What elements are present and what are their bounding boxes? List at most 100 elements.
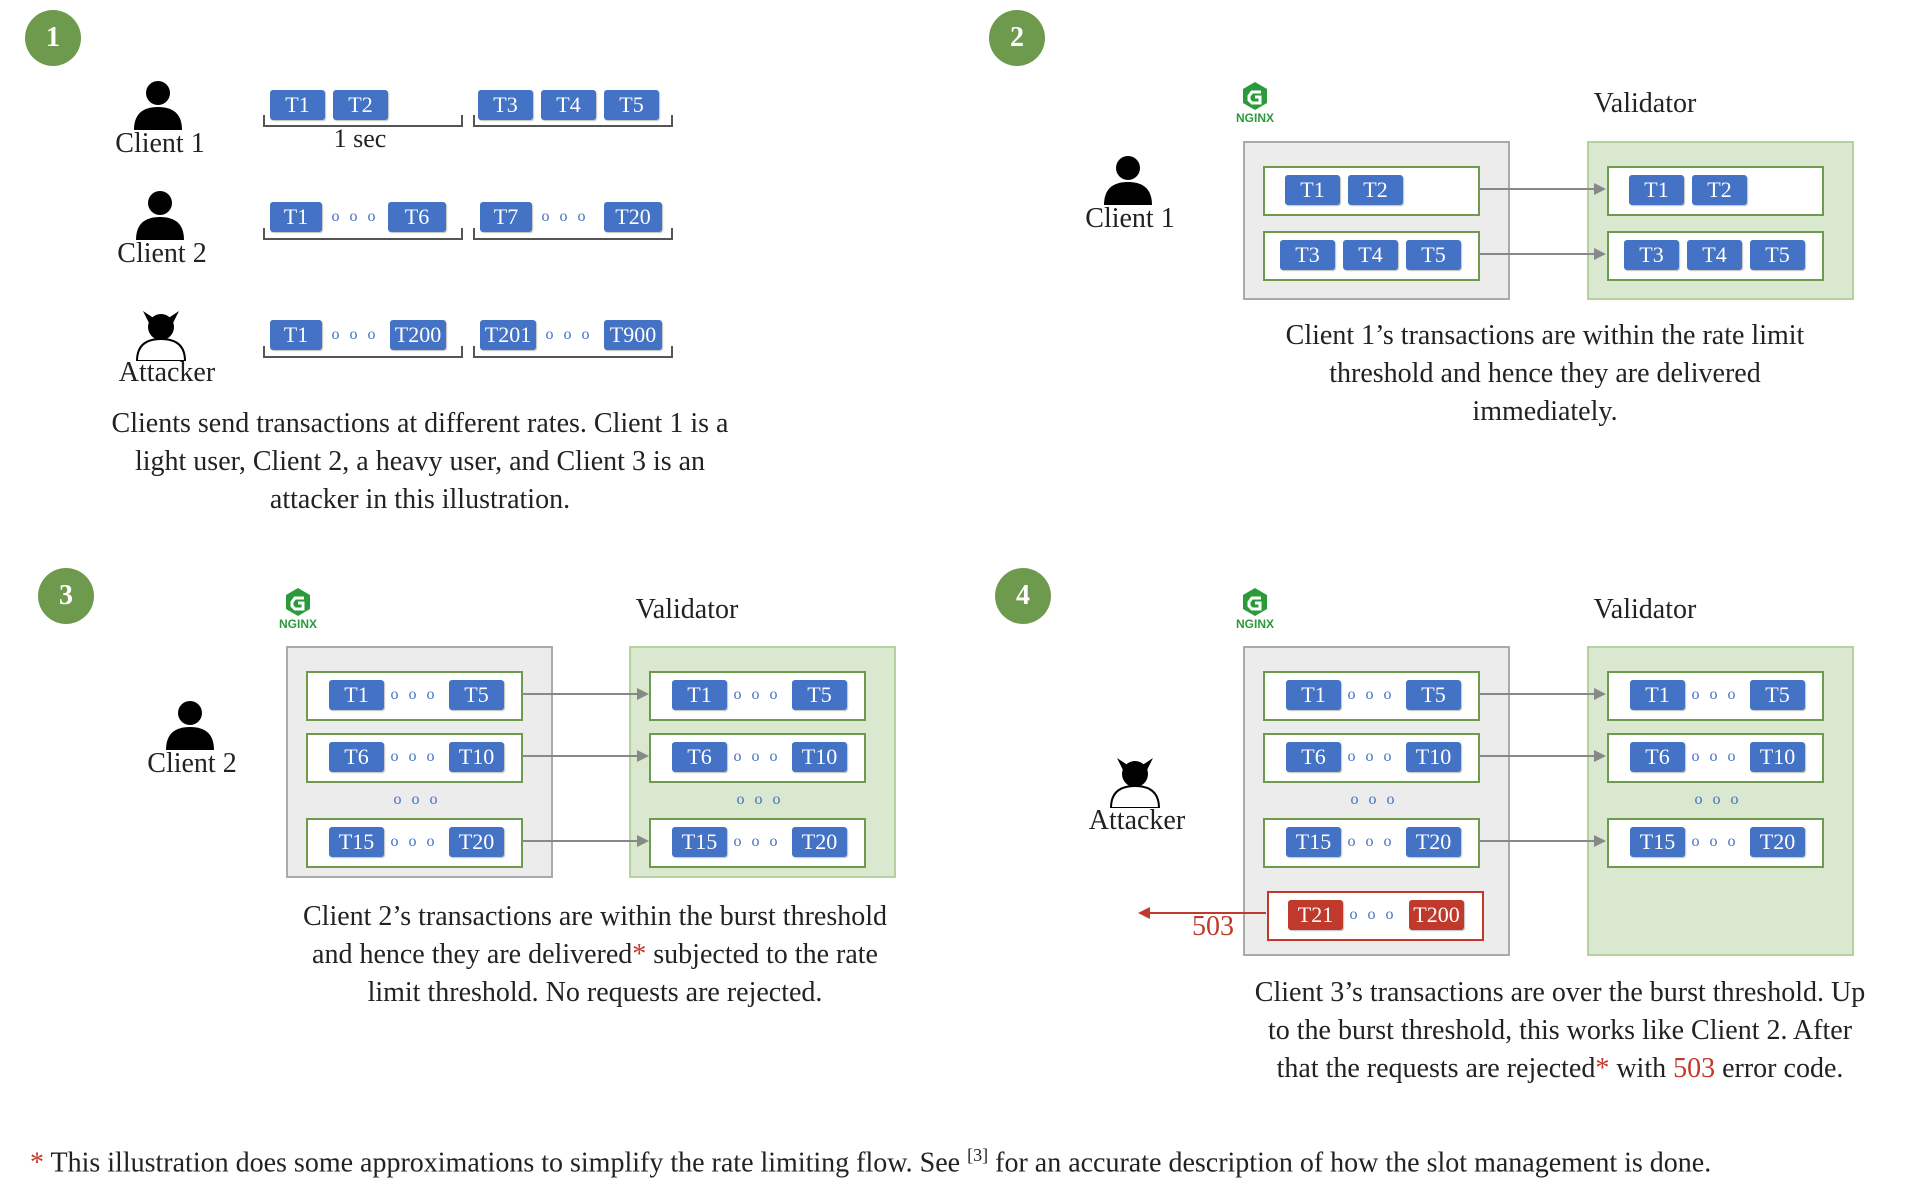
interval-bracket [473, 115, 673, 127]
token: T4 [1343, 240, 1398, 270]
token: T3 [1624, 240, 1679, 270]
ellipsis-dots: o o o [1347, 748, 1395, 765]
token: T1 [270, 320, 322, 350]
ellipsis-dots: o o o [331, 326, 379, 343]
validator-label: Validator [1593, 594, 1697, 625]
token: T15 [672, 827, 727, 857]
token: T2 [1348, 175, 1403, 205]
forward-arrow [521, 688, 649, 700]
token: T3 [478, 90, 533, 120]
token: T2 [1692, 175, 1747, 205]
token: T1 [270, 90, 325, 120]
error-code-label: 503 [1192, 911, 1234, 942]
token: T10 [449, 742, 504, 772]
token: T3 [1280, 240, 1335, 270]
token: T20 [449, 827, 504, 857]
token: T1 [329, 680, 384, 710]
step-badge-3: 3 [38, 568, 94, 624]
step-badge-4: 4 [995, 568, 1051, 624]
client-1-label: Client 1 [115, 128, 205, 159]
forward-arrow [1478, 248, 1606, 260]
ellipsis-dots: o o o [545, 326, 593, 343]
ellipsis-dots: o o o [733, 833, 781, 850]
step-badge-2: 2 [989, 10, 1045, 66]
token: T5 [1406, 680, 1461, 710]
attacker-icon [1109, 758, 1161, 808]
client-1-label: Client 1 [1085, 203, 1175, 234]
token: T1 [270, 202, 322, 232]
token: T7 [480, 202, 532, 232]
token: T10 [1750, 742, 1805, 772]
token: T10 [792, 742, 847, 772]
panel-1-caption: Clients send transactions at different r… [111, 408, 729, 515]
forward-arrow [521, 835, 649, 847]
client-2-label: Client 2 [147, 748, 237, 779]
footnote: * This illustration does some approximat… [30, 1145, 1712, 1179]
nginx-logo-icon: NGINX [279, 588, 317, 630]
validator-label: Validator [635, 594, 739, 625]
vertical-ellipsis: o o o [1694, 791, 1742, 808]
token: T15 [329, 827, 384, 857]
token: T6 [1286, 742, 1341, 772]
token: T4 [541, 90, 596, 120]
panel-3-caption: Client 2’s transactions are within the b… [302, 901, 887, 1008]
attacker-label: Attacker [118, 357, 216, 388]
rejected-token: T200 [1409, 900, 1464, 930]
token: T6 [388, 202, 446, 232]
asterisk-mark: * [632, 939, 647, 970]
ellipsis-dots: o o o [390, 686, 438, 703]
forward-arrow [1478, 183, 1606, 195]
ellipsis-dots: o o o [331, 208, 379, 225]
nginx-logo-icon: NGINX [1236, 588, 1274, 630]
asterisk-mark: * [1595, 1053, 1610, 1084]
forward-arrow [1478, 688, 1606, 700]
svg-text:NGINX: NGINX [1236, 617, 1274, 630]
token: T2 [333, 90, 388, 120]
user-icon [134, 81, 182, 130]
panel-2-caption: Client 1’s transactions are within the r… [1285, 320, 1805, 427]
token: T20 [604, 202, 662, 232]
token: T201 [480, 320, 536, 350]
ellipsis-dots: o o o [1691, 686, 1739, 703]
ellipsis-dots: o o o [733, 686, 781, 703]
user-icon [136, 191, 184, 240]
interval-bracket [263, 346, 463, 358]
svg-text:NGINX: NGINX [279, 617, 317, 630]
forward-arrow [1478, 750, 1606, 762]
ellipsis-dots: o o o [541, 208, 589, 225]
token: T5 [1750, 680, 1805, 710]
interval-bracket [473, 346, 673, 358]
ellipsis-dots: o o o [1349, 906, 1397, 923]
token: T20 [792, 827, 847, 857]
attacker-label: Attacker [1088, 805, 1186, 836]
token: T6 [672, 742, 727, 772]
attacker-icon [135, 311, 187, 361]
panel-4-caption: Client 3’s transactions are over the bur… [1254, 977, 1866, 1084]
user-icon [1104, 156, 1152, 205]
interval-label: 1 sec [333, 124, 387, 153]
token: T1 [1286, 680, 1341, 710]
interval-bracket [263, 115, 463, 127]
token: T1 [1285, 175, 1340, 205]
ellipsis-dots: o o o [1347, 686, 1395, 703]
validator-label: Validator [1593, 88, 1697, 119]
step-badge-1: 1 [25, 10, 81, 66]
token: T1 [1630, 680, 1685, 710]
token: T6 [1630, 742, 1685, 772]
interval-bracket [473, 228, 673, 240]
svg-text:NGINX: NGINX [1236, 111, 1274, 124]
forward-arrow [521, 750, 649, 762]
token: T5 [604, 90, 659, 120]
nginx-logo-icon: NGINX [1236, 82, 1274, 124]
token: T5 [449, 680, 504, 710]
token: T900 [604, 320, 662, 350]
token: T1 [1629, 175, 1684, 205]
ellipsis-dots: o o o [1691, 833, 1739, 850]
user-icon [166, 701, 214, 750]
token: T200 [390, 320, 446, 350]
rejected-token: T21 [1288, 900, 1343, 930]
token: T15 [1286, 827, 1341, 857]
token: T6 [329, 742, 384, 772]
ellipsis-dots: o o o [390, 833, 438, 850]
token: T5 [1406, 240, 1461, 270]
